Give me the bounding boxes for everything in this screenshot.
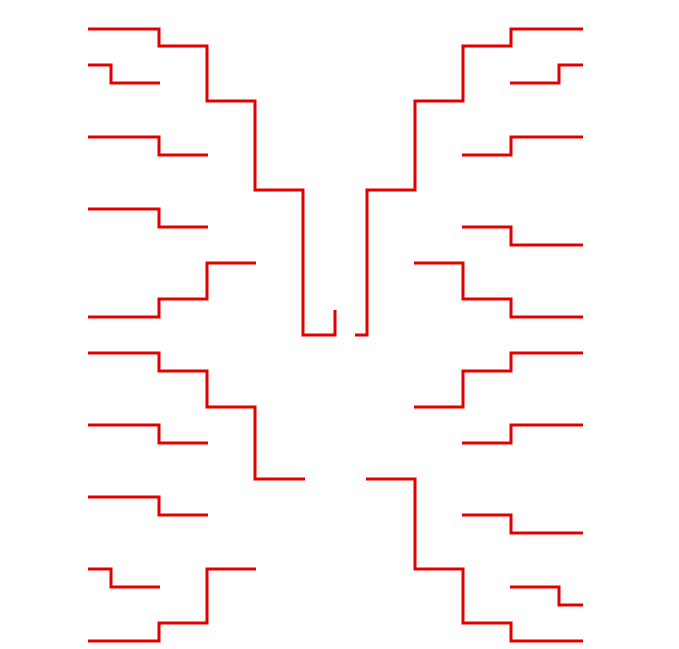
- bracket-line-right-bottom-leaf-1: [462, 423, 583, 445]
- bracket-line-right-bottom-leaf-3: [510, 585, 583, 607]
- bracket-line-right-top-main: [355, 27, 583, 337]
- bracket-line-left-top-leaf-3: [88, 207, 208, 229]
- bracket-line-left-top-main: [88, 27, 337, 337]
- bracket-line-left-bottom-leaf-3: [88, 567, 160, 589]
- bracket-line-right-top-leaf-2: [462, 135, 583, 157]
- bracket-line-left-bottom-main: [88, 351, 305, 481]
- bracket-line-left-top-leaf-4: [88, 261, 256, 319]
- bracket-line-right-bottom-main: [414, 351, 583, 409]
- bracket-line-right-top-leaf-1: [510, 63, 583, 85]
- bracket-line-right-bottom-leaf-2: [462, 513, 583, 535]
- bracket-line-left-top-leaf-1: [88, 63, 160, 85]
- bracket-line-right-top-leaf-3: [462, 225, 583, 247]
- bracket-line-right-bottom-leaf-4: [366, 477, 583, 643]
- bracket-line-left-bottom-leaf-4: [88, 567, 256, 643]
- bracket-line-left-bottom-leaf-1: [88, 423, 208, 445]
- bracket-line-left-top-leaf-2: [88, 135, 208, 157]
- bracket-line-left-bottom-leaf-2: [88, 495, 208, 517]
- bracket-line-right-top-leaf-4: [414, 261, 583, 319]
